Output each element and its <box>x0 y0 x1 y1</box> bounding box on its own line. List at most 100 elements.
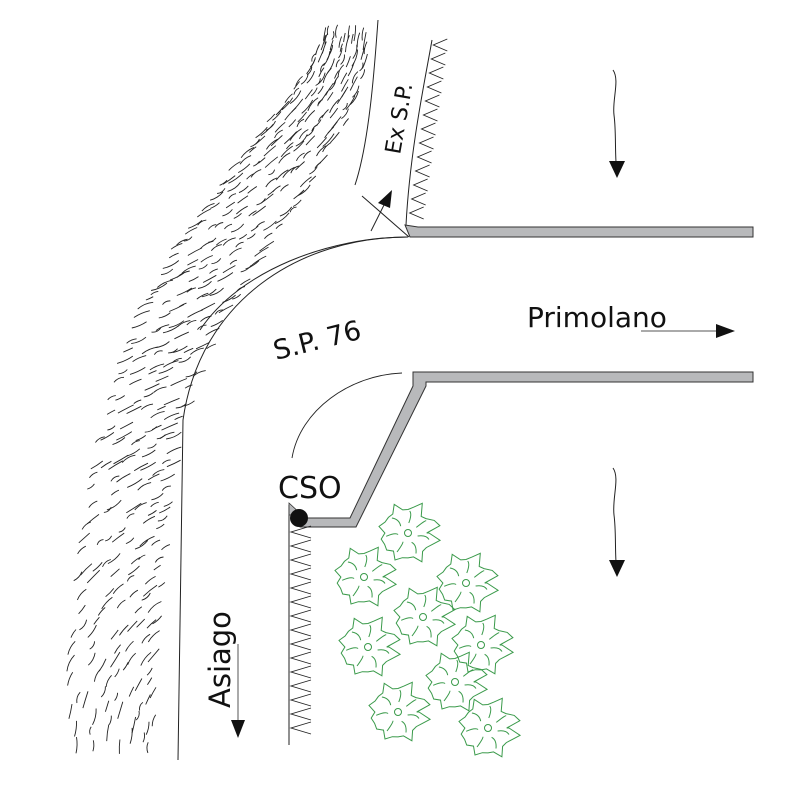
rock-stroke <box>225 201 236 209</box>
tree-vein <box>406 601 417 611</box>
rock-stroke <box>146 667 153 676</box>
rock-stroke <box>281 97 294 111</box>
rock-stroke <box>137 482 152 491</box>
rock-stroke <box>89 641 96 650</box>
rock-stroke <box>107 553 121 565</box>
wall-tooth <box>422 108 438 122</box>
rock-stroke <box>282 166 295 178</box>
rock-stroke <box>87 483 95 490</box>
wall-tooth <box>410 192 426 206</box>
rock-stroke <box>115 395 125 401</box>
rock-stroke <box>126 502 142 514</box>
wall-tooth <box>289 623 312 637</box>
rock-stroke <box>119 421 134 430</box>
rock-stroke <box>280 184 289 192</box>
rock-stroke <box>200 240 214 249</box>
rock-stroke <box>98 658 107 672</box>
rock-stroke <box>345 56 351 68</box>
rock-stroke <box>298 129 309 139</box>
rock-stroke <box>306 127 315 137</box>
rock-stroke <box>158 366 174 374</box>
tree-vein <box>375 712 389 716</box>
rock-stroke <box>230 223 245 233</box>
rock-stroke <box>342 118 349 126</box>
rock-stroke <box>142 584 158 597</box>
wall-tooth <box>289 707 312 721</box>
tree-vein <box>495 715 507 723</box>
wall-tooth <box>430 52 446 66</box>
rock-stroke <box>254 246 269 257</box>
rock-stroke <box>151 492 164 501</box>
rock-stroke <box>311 53 316 62</box>
rock-stroke <box>284 107 297 121</box>
rock-stroke <box>338 47 343 59</box>
label-cso: CSO <box>278 471 342 506</box>
rock-stroke <box>108 715 112 725</box>
rock-stroke <box>132 355 147 362</box>
rock-stroke <box>311 124 318 132</box>
rock-stroke <box>147 473 160 481</box>
tree-trunk <box>419 613 427 621</box>
rock-stroke <box>322 27 327 41</box>
rock-stroke <box>126 575 135 582</box>
tree-outline <box>451 614 515 675</box>
rock-stroke <box>87 652 96 666</box>
rock-stroke <box>90 460 104 470</box>
rock-stroke <box>246 173 255 180</box>
rock-stroke <box>86 569 101 584</box>
rock-stroke <box>259 240 275 252</box>
rock-stroke <box>157 405 166 411</box>
rock-stroke <box>158 582 166 588</box>
tree-trunk <box>451 678 459 686</box>
rock-stroke <box>102 559 111 567</box>
rock-stroke <box>239 155 252 165</box>
rock-stroke <box>147 630 160 643</box>
rock-stroke <box>309 166 318 175</box>
tree-vein <box>488 632 500 640</box>
rock-stroke <box>156 434 166 440</box>
rock-stroke <box>228 193 237 199</box>
rock-stroke <box>149 687 157 699</box>
rock-stroke <box>356 32 361 48</box>
tree-vein <box>469 591 475 604</box>
rock-stroke <box>304 110 316 123</box>
rock-stroke <box>134 540 149 550</box>
tree-vein <box>476 736 484 748</box>
rock-stroke <box>228 172 244 184</box>
rock-stroke <box>195 342 210 350</box>
rock-stroke <box>307 97 319 111</box>
rock-stroke <box>168 320 185 329</box>
wall-tooth <box>289 665 312 679</box>
rock-stroke <box>301 99 314 114</box>
tree-vein <box>367 585 373 598</box>
rock-stroke <box>209 287 224 296</box>
tree-canopy-icon <box>436 552 500 613</box>
rock-stroke <box>174 415 183 420</box>
rock-stroke <box>274 121 286 133</box>
rock-stroke <box>250 225 259 232</box>
rock-stroke <box>184 227 198 235</box>
rock-stroke <box>250 138 260 148</box>
tree-vein <box>368 624 372 638</box>
rock-stroke <box>309 57 316 68</box>
rock-stroke <box>347 62 355 77</box>
tree-trunk <box>394 708 402 716</box>
rock-stroke <box>146 742 149 754</box>
rock-stroke <box>359 62 364 72</box>
ex-sp-edge-left <box>354 19 379 186</box>
rock-stroke <box>150 501 159 508</box>
tree-outline <box>458 697 522 758</box>
rock-stroke <box>260 124 274 137</box>
rock-stroke <box>237 195 249 204</box>
rock-stroke <box>329 107 339 119</box>
tree-vein <box>351 631 362 641</box>
rock-stroke <box>155 375 169 382</box>
rock-stroke <box>284 93 293 103</box>
rock-stroke <box>186 287 196 293</box>
label-primolano: Primolano <box>527 301 667 334</box>
rock-stroke <box>263 220 277 231</box>
rock-stroke <box>197 219 207 226</box>
rock-stroke <box>197 208 211 218</box>
rock-stroke <box>131 321 147 329</box>
